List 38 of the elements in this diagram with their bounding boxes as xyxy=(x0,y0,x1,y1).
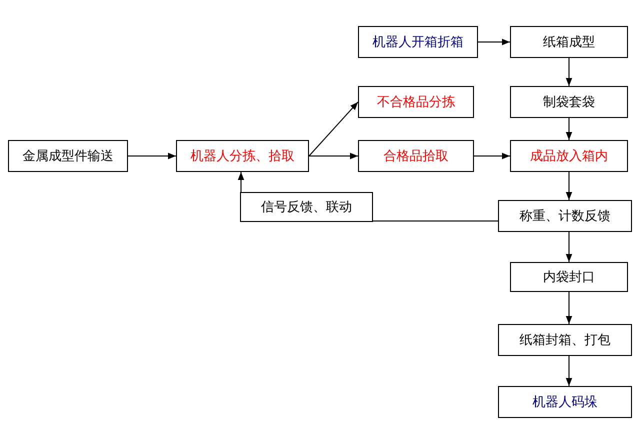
process-box xyxy=(498,200,632,232)
arrow xyxy=(128,152,176,160)
process-label: 合格品拾取 xyxy=(384,148,448,165)
process-label: 不合格品分拣 xyxy=(377,94,455,111)
process-label: 内袋封口 xyxy=(543,269,595,286)
arrow xyxy=(308,102,358,156)
arrow xyxy=(308,152,358,160)
process-box xyxy=(240,192,373,222)
process-box xyxy=(358,26,478,58)
process-box xyxy=(510,140,628,172)
process-label: 纸箱封箱、打包 xyxy=(520,332,610,349)
process-box xyxy=(510,26,628,58)
process-box xyxy=(510,86,628,118)
arrow xyxy=(566,172,572,200)
arrow xyxy=(566,232,572,262)
process-box xyxy=(498,386,632,418)
arrow xyxy=(566,58,572,86)
process-label: 机器人分拣、拾取 xyxy=(190,148,294,165)
process-label: 机器人码垛 xyxy=(532,394,598,411)
process-box xyxy=(498,324,632,356)
process-label: 称重、计数反馈 xyxy=(520,208,610,225)
process-box xyxy=(510,262,628,292)
process-label: 成品放入箱内 xyxy=(530,148,608,165)
process-label: 金属成型件输送 xyxy=(22,148,114,165)
process-box xyxy=(8,140,128,172)
arrow xyxy=(238,172,244,192)
process-box xyxy=(358,86,474,118)
process-box xyxy=(358,140,474,172)
process-label: 机器人开箱折箱 xyxy=(372,34,464,51)
process-label: 制袋套袋 xyxy=(543,94,595,111)
arrow xyxy=(474,152,510,160)
process-box xyxy=(176,140,309,172)
arrow xyxy=(478,38,510,46)
process-label: 纸箱成型 xyxy=(543,34,595,51)
process-label: 信号反馈、联动 xyxy=(261,199,352,216)
arrow xyxy=(566,118,572,140)
arrow xyxy=(566,292,572,324)
arrow xyxy=(566,356,572,386)
